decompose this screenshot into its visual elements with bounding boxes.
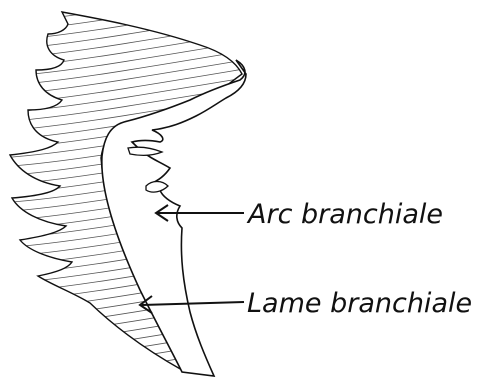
lamella-line [0,0,250,14]
lamella-line [0,41,250,77]
lamella-line [0,23,250,59]
lamella-line [0,0,250,23]
lamella-line [0,338,250,374]
lamella-line [0,14,250,50]
arch-papilla-lower [146,182,168,193]
label-arc-branchiale: Arc branchiale [248,201,443,228]
lamella-line [0,311,250,347]
arch-papilla-upper [128,147,162,155]
lamella-line [0,5,250,41]
gill-arch-shape [102,60,246,376]
lamella-line [0,275,250,311]
lamella-line [0,0,250,32]
label-lame-branchiale: Lame branchiale [247,290,472,317]
lamella-line [0,293,250,329]
lamella-line [0,320,250,356]
lamella-line [0,257,250,293]
lamella-line [0,329,250,365]
lamella-line [0,266,250,302]
